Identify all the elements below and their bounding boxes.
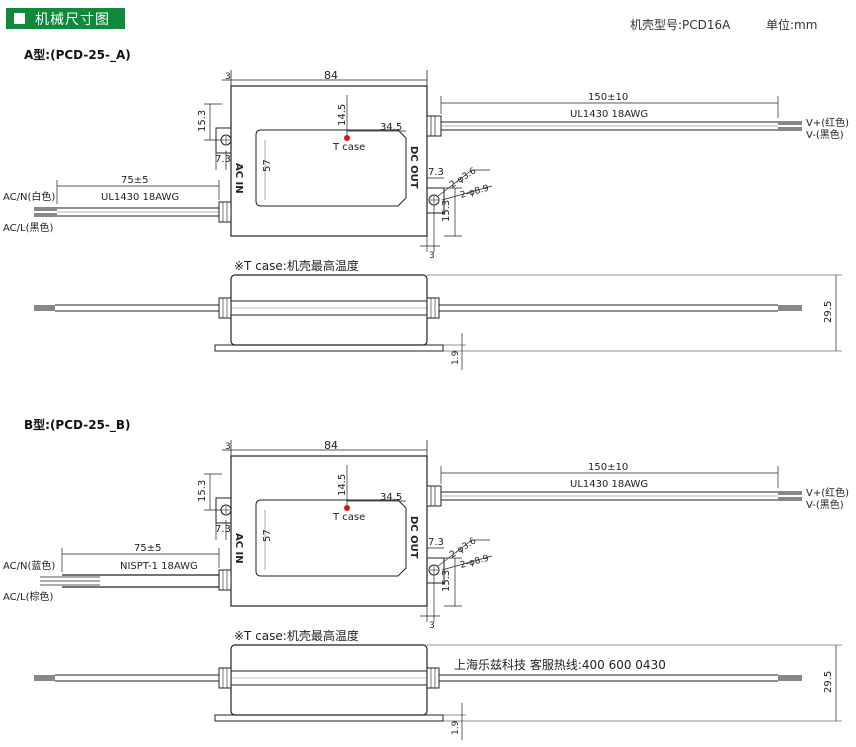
- b-dim-7-3: 7.3: [215, 524, 231, 535]
- b-hole-dim-2: 2-φ8.9: [459, 554, 490, 571]
- b-dim-15-3: 15.3: [197, 480, 208, 502]
- b-in-wire-l: AC/L(棕色): [3, 590, 53, 603]
- model-a-label: A型:(PCD-25-_A): [24, 48, 131, 62]
- a-dim-3: 3: [225, 72, 231, 82]
- a-hole-dim-2: 2-φ8.9: [459, 184, 490, 201]
- section-title: 机械尺寸图: [35, 12, 110, 28]
- unit-label: 单位:mm: [766, 18, 818, 32]
- a-tcase-label: T case: [332, 142, 365, 153]
- model-a-top-view: [34, 69, 803, 253]
- b-out-wire-pos: V+(红色): [806, 486, 849, 499]
- model-b-label: B型:(PCD-25-_B): [24, 418, 131, 432]
- a-ac-in-label: AC IN: [233, 163, 244, 194]
- a-out-cable-spec: UL1430 18AWG: [570, 109, 648, 120]
- a-dim-34-5: 34.5: [380, 122, 402, 133]
- a-dim-7-3: 7.3: [215, 154, 231, 165]
- b-dim-14-5: 14.5: [337, 474, 348, 496]
- b-in-cable-spec: NISPT-1 18AWG: [120, 561, 198, 572]
- b-dim-right-3: 3: [429, 621, 435, 631]
- b-ac-in-label: AC IN: [233, 533, 244, 564]
- b-dim-right-15-3: 15.3: [441, 570, 452, 592]
- a-dim-right-7-3: 7.3: [428, 167, 444, 178]
- a-dc-out-label: DC OUT: [408, 146, 419, 189]
- b-dim-34-5: 34.5: [380, 492, 402, 503]
- b-dim-84: 84: [324, 439, 338, 452]
- b-dim-1-9: 1.9: [451, 720, 461, 735]
- b-in-cable-length: 75±5: [134, 543, 161, 554]
- a-out-cable-length: 150±10: [588, 92, 628, 103]
- a-dim-15-3: 15.3: [197, 110, 208, 132]
- model-b-side-view: [33, 644, 843, 741]
- b-tcase-dot: [344, 505, 350, 511]
- section-title-bar: [6, 8, 125, 29]
- b-dc-out-label: DC OUT: [408, 516, 419, 559]
- a-dim-14-5: 14.5: [337, 104, 348, 126]
- a-in-wire-l: AC/L(黑色): [3, 221, 53, 234]
- a-in-wire-n: AC/N(白色): [3, 190, 55, 203]
- b-tcase-label: T case: [332, 512, 365, 523]
- b-dim-57: 57: [262, 529, 273, 542]
- a-out-wire-neg: V-(黑色): [806, 128, 844, 141]
- b-out-cable-length: 150±10: [588, 462, 628, 473]
- a-out-wire-pos: V+(红色): [806, 116, 849, 129]
- b-out-cable-spec: UL1430 18AWG: [570, 479, 648, 490]
- b-dim-3: 3: [225, 442, 231, 452]
- a-dim-1-9: 1.9: [451, 350, 461, 365]
- a-in-cable-length: 75±5: [121, 175, 148, 186]
- square-icon: [14, 13, 25, 24]
- b-dim-right-7-3: 7.3: [428, 537, 444, 548]
- hotline-text: 上海乐兹科技 客服热线:400 600 0430: [454, 657, 666, 672]
- a-dim-right-3: 3: [429, 251, 435, 261]
- model-b-top-view: [40, 439, 803, 623]
- a-dim-right-15-3: 15.3: [441, 200, 452, 222]
- b-in-wire-n: AC/N(蓝色): [3, 559, 55, 572]
- b-out-wire-neg: V-(黑色): [806, 498, 844, 511]
- case-model: 机壳型号:PCD16A: [630, 18, 731, 32]
- b-tcase-note: ※T case:机壳最高温度: [234, 628, 359, 643]
- a-tcase-note: ※T case:机壳最高温度: [234, 258, 359, 273]
- a-in-cable-spec: UL1430 18AWG: [101, 192, 179, 203]
- b-dim-29-5: 29.5: [823, 671, 834, 693]
- a-dim-57: 57: [262, 159, 273, 172]
- a-dim-84: 84: [324, 69, 338, 82]
- model-a-side-view: [33, 274, 843, 371]
- a-dim-29-5: 29.5: [823, 301, 834, 323]
- a-tcase-dot: [344, 135, 350, 141]
